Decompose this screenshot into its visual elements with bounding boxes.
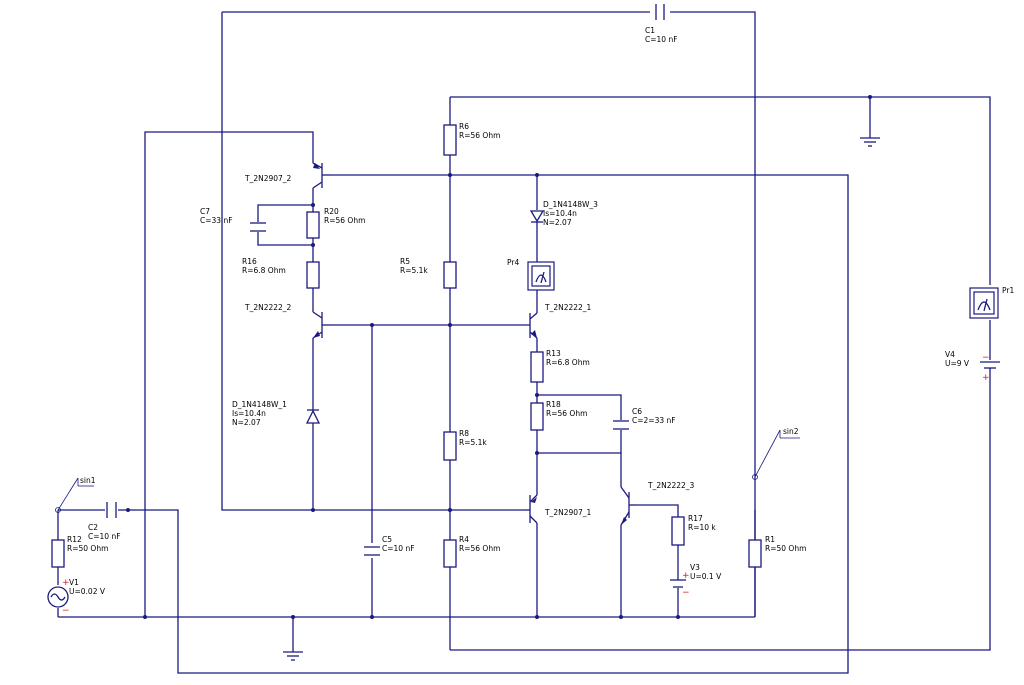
r17-name: R17: [688, 514, 703, 523]
d3-name: D_1N4148W_3: [543, 200, 598, 209]
probe-pr1: [969, 287, 999, 319]
c5-value: C=10 nF: [382, 544, 415, 553]
r18-name: R18: [546, 400, 561, 409]
resistors: [51, 124, 762, 568]
r8-name: R8: [459, 429, 469, 438]
transistor-t-2n2222-2: [312, 311, 330, 339]
v4-name: V4: [945, 350, 955, 359]
c2-name: C2: [88, 523, 98, 532]
t-2n2907-2-name: T_2N2907_2: [244, 174, 292, 183]
wires: [57, 11, 991, 674]
resistor-r17: [671, 516, 685, 546]
r8-value: R=5.1k: [459, 438, 487, 447]
r16-value: R=6.8 Ohm: [242, 266, 286, 275]
v1-name: V1: [69, 578, 79, 587]
c6-value: C=2=33 nF: [632, 416, 676, 425]
transistor-t-2n2222-3: [620, 486, 637, 526]
resistor-r4: [443, 539, 457, 568]
r13-name: R13: [546, 349, 561, 358]
component-labels: C1 C=10 nF R6 R=56 Ohm T_2N2907_2 C7 C=3…: [67, 26, 1014, 596]
sin2-name: sin2: [783, 427, 799, 436]
transistor-t-2n2907-1: [525, 494, 538, 524]
capacitor-c2: [105, 502, 118, 518]
node-label-sin2: [752, 429, 800, 480]
resistor-r20: [306, 211, 320, 239]
r6-value: R=56 Ohm: [459, 131, 500, 140]
ac-source-v1: [47, 586, 69, 608]
d1-name: D_1N4148W_1: [232, 400, 287, 409]
v3-minus-mark: −: [682, 588, 690, 598]
v1-minus-mark: −: [62, 606, 70, 616]
v4-value: U=9 V: [945, 359, 970, 368]
sin1-name: sin1: [80, 476, 96, 485]
r4-name: R4: [459, 535, 469, 544]
resistor-r8: [443, 431, 457, 461]
resistor-r13: [530, 351, 544, 383]
r4-value: R=56 Ohm: [459, 544, 500, 553]
v3-value: U=0.1 V: [690, 572, 722, 581]
junctions: [126, 95, 872, 619]
c7-value: C=33 nF: [200, 216, 233, 225]
v3-plus-mark: +: [682, 571, 690, 581]
v4-minus-mark: −: [982, 353, 990, 363]
transistor-t-2n2222-1: [529, 312, 538, 339]
r1-value: R=50 Ohm: [765, 544, 806, 553]
dc-source-v3: [670, 568, 686, 588]
r16-name: R16: [242, 257, 257, 266]
capacitor-c7: [250, 222, 266, 232]
dc-source-v4: [980, 361, 1000, 385]
diode-d-1n4148w-3: [529, 210, 545, 223]
t-2n2222-2-name: T_2N2222_2: [244, 303, 292, 312]
d3-is: Is=10.4n: [543, 209, 577, 218]
c7-name: C7: [200, 207, 210, 216]
d3-n: N=2.07: [543, 218, 572, 227]
c5-name: C5: [382, 535, 392, 544]
pr4-name: Pr4: [507, 258, 519, 267]
probe-pr4: [527, 261, 555, 291]
capacitor-c6: [613, 420, 629, 430]
r18-value: R=56 Ohm: [546, 409, 587, 418]
resistor-r16: [306, 261, 320, 289]
d1-is: Is=10.4n: [232, 409, 266, 418]
r12-name: R12: [67, 535, 82, 544]
r1-name: R1: [765, 535, 775, 544]
resistor-r6: [443, 124, 457, 156]
v1-value: U=0.02 V: [69, 587, 106, 596]
t-2n2222-3-name: T_2N2222_3: [647, 481, 695, 490]
ground-symbol-2: [283, 651, 303, 661]
resistor-r18: [530, 402, 544, 431]
v1-plus-mark: +: [62, 578, 70, 588]
c1-value: C=10 nF: [645, 35, 678, 44]
ground-symbol-1: [860, 137, 880, 147]
pr1-name: Pr1: [1002, 286, 1014, 295]
r12-value: R=50 Ohm: [67, 544, 108, 553]
d1-n: N=2.07: [232, 418, 261, 427]
capacitor-c5: [364, 546, 380, 556]
r5-value: R=5.1k: [400, 266, 428, 275]
node-label-sin1: [55, 477, 94, 513]
resistor-r12: [51, 539, 65, 568]
t-2n2222-1-name: T_2N2222_1: [544, 303, 592, 312]
c6-name: C6: [632, 407, 642, 416]
c2-value: C=10 nF: [88, 532, 121, 541]
v4-plus-mark: +: [982, 373, 990, 383]
r5-name: R5: [400, 257, 410, 266]
c1-name: C1: [645, 26, 655, 35]
v3-name: V3: [690, 563, 700, 572]
resistor-r5: [443, 261, 457, 289]
t-2n2907-1-name: T_2N2907_1: [544, 508, 592, 517]
diode-d-1n4148w-1: [305, 409, 321, 424]
capacitor-c1: [650, 4, 670, 20]
r20-name: R20: [324, 207, 339, 216]
r6-name: R6: [459, 122, 469, 131]
r17-value: R=10 k: [688, 523, 716, 532]
resistor-r1: [748, 539, 762, 568]
transistor-t-2n2907-2: [312, 162, 330, 189]
r13-value: R=6.8 Ohm: [546, 358, 590, 367]
r20-value: R=56 Ohm: [324, 216, 365, 225]
